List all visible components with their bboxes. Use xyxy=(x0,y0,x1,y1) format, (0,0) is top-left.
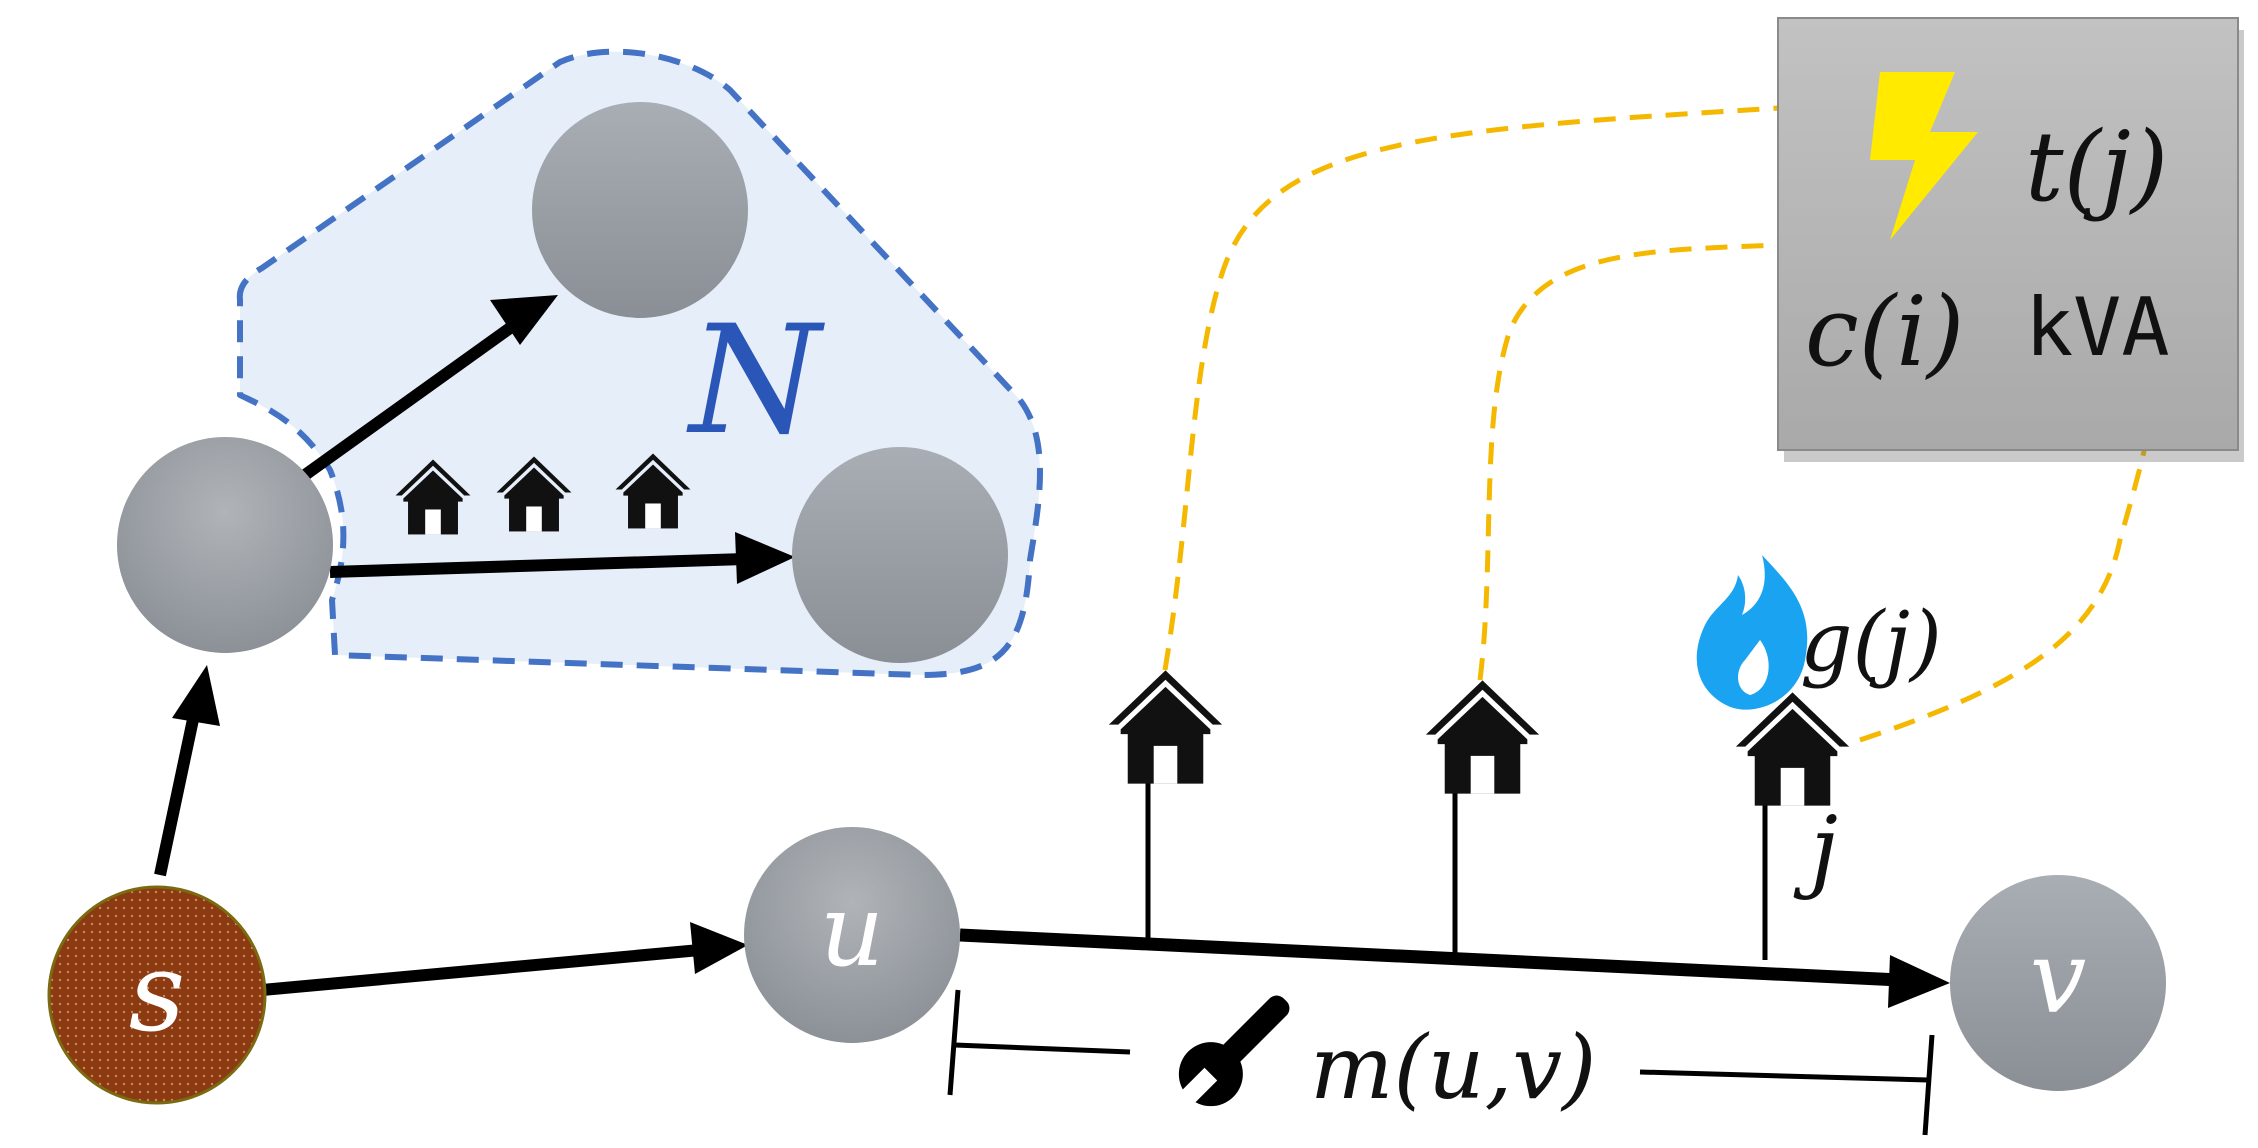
node-v xyxy=(1950,875,2166,1091)
maintenance-label: m(u,v) xyxy=(1310,1016,1596,1119)
node-right xyxy=(792,447,1008,663)
house-icon xyxy=(1425,680,1540,794)
arrowhead xyxy=(490,295,558,345)
node-u-label: u xyxy=(820,872,884,989)
legend-box: t(j) c(i) kVA xyxy=(1777,17,2244,462)
arrowhead xyxy=(735,532,795,584)
source-edges xyxy=(154,665,748,996)
node-upper xyxy=(532,102,748,318)
link-house2-legend xyxy=(1477,242,1781,681)
neighborhood-label: N xyxy=(686,294,825,468)
lightning-bolt-icon xyxy=(1870,72,1978,240)
maintenance-dimension xyxy=(947,989,1935,1136)
gas-label: g(j) xyxy=(1800,595,1942,690)
source-label: s xyxy=(129,928,185,1056)
house-drops xyxy=(1145,775,1768,960)
node-left xyxy=(117,437,333,653)
dashed-links xyxy=(1162,105,2151,743)
flame-icon xyxy=(1696,555,1808,710)
node-v-label: v xyxy=(2030,919,2087,1036)
wrench-icon xyxy=(1177,995,1290,1108)
node-u xyxy=(744,827,960,1043)
legend-unit-label: kVA xyxy=(2025,281,2170,374)
edge-u-v xyxy=(959,928,1950,1008)
arrowhead xyxy=(1888,955,1950,1008)
legend-time-label: t(j) xyxy=(2025,111,2168,223)
link-house3-legend xyxy=(1859,429,2151,743)
node-source xyxy=(47,885,267,1105)
arrowhead xyxy=(172,665,220,726)
neighborhood-edges xyxy=(301,295,795,584)
house-icon xyxy=(1108,670,1223,784)
house-icon xyxy=(1735,692,1850,806)
legend-cost-label: c(i) xyxy=(1805,276,1964,388)
house-j-label: j xyxy=(1793,797,1838,902)
link-house1-legend xyxy=(1162,105,1781,671)
arrowhead xyxy=(690,922,748,974)
